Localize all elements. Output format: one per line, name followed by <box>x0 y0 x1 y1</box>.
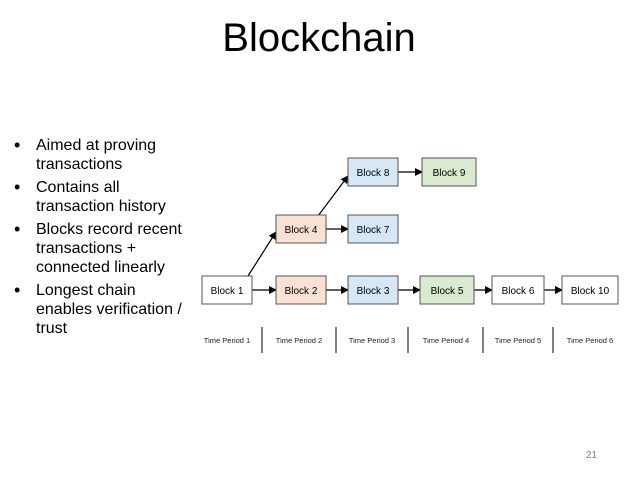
block-b7-label: Block 7 <box>357 225 390 236</box>
block-b5: Block 5 <box>419 275 475 305</box>
bullet-item: Contains all transaction history <box>14 178 192 216</box>
block-b8-label: Block 8 <box>357 168 390 179</box>
bullet-item: Blocks record recent transactions + conn… <box>14 220 192 277</box>
block-b3-box <box>347 275 399 305</box>
time-period-label: Time Period 5 <box>495 336 541 345</box>
block-b1-box <box>201 275 253 305</box>
time-period-label: Time Period 4 <box>423 336 469 345</box>
slide-title: Blockchain <box>80 14 638 62</box>
block-b1-label: Block 1 <box>211 286 244 297</box>
block-b7: Block 7 <box>347 214 399 244</box>
bullet-item: Longest chain enables verification / tru… <box>14 281 192 338</box>
block-b3: Block 3 <box>347 275 399 305</box>
block-b9-label: Block 9 <box>433 168 466 179</box>
block-b4: Block 4 <box>275 214 327 244</box>
block-b2-label: Block 2 <box>285 286 318 297</box>
time-period-dividers <box>261 327 554 353</box>
blockchain-diagram: Block 1 Block 2 Block 3 Block 4 Block 5 … <box>201 157 619 353</box>
block-b10: Block 10 <box>561 275 619 305</box>
block-b5-label: Block 5 <box>431 286 464 297</box>
block-b8: Block 8 <box>347 157 399 187</box>
slide-title-text: Blockchain <box>222 16 416 60</box>
block-b10-label: Block 10 <box>571 286 610 297</box>
block-b10-box <box>561 275 619 305</box>
time-period-label: Time Period 2 <box>276 336 322 345</box>
block-b5-box <box>419 275 475 305</box>
block-b2: Block 2 <box>275 275 327 305</box>
block-b2-box <box>275 275 327 305</box>
chain-arrows <box>247 168 563 294</box>
block-b6-box <box>491 275 545 305</box>
arrow-b4-b8 <box>317 175 349 217</box>
block-b6-label: Block 6 <box>502 286 535 297</box>
block-b9-box <box>421 157 477 187</box>
block-b9: Block 9 <box>421 157 477 187</box>
block-b6: Block 6 <box>491 275 545 305</box>
block-b7-box <box>347 214 399 244</box>
block-b3-label: Block 3 <box>357 286 390 297</box>
page-number: 21 <box>586 450 598 461</box>
block-b1: Block 1 <box>201 275 253 305</box>
time-period-labels: Time Period 1 Time Period 2 Time Period … <box>204 336 613 345</box>
bullet-list: Aimed at proving transactions Contains a… <box>14 136 192 342</box>
block-b4-label: Block 4 <box>285 225 318 236</box>
block-b8-box <box>347 157 399 187</box>
time-period-label: Time Period 1 <box>204 336 250 345</box>
arrow-b1-b4 <box>247 231 277 277</box>
time-period-label: Time Period 3 <box>349 336 395 345</box>
block-b4-box <box>275 214 327 244</box>
time-period-label: Time Period 6 <box>567 336 613 345</box>
bullet-item: Aimed at proving transactions <box>14 136 192 174</box>
